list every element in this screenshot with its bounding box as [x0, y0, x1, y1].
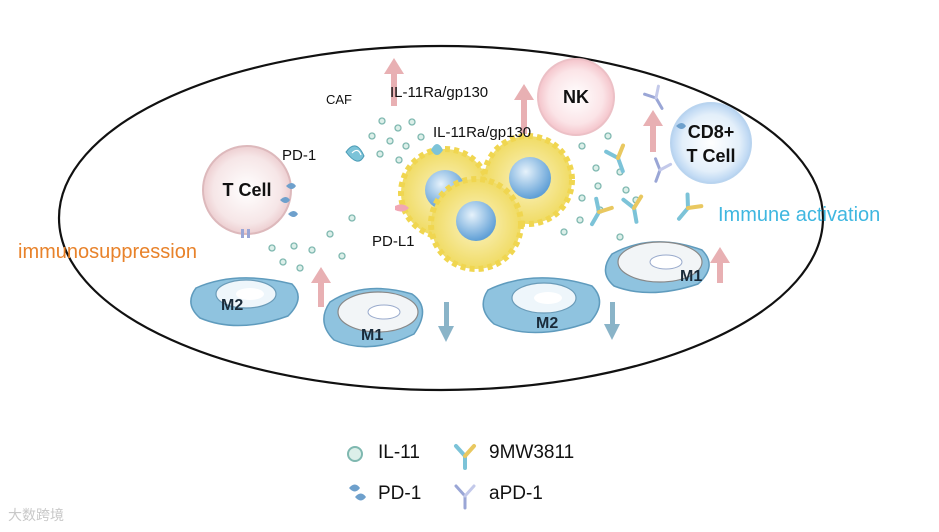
pd1-receptor-icon [349, 484, 366, 501]
pdl1-label: PD-L1 [372, 233, 415, 250]
m2-macrophage-right [482, 277, 601, 334]
il11-dots [268, 117, 640, 272]
cd8-label-line2: T Cell [686, 146, 736, 166]
pd1-label: PD-1 [282, 147, 317, 164]
m1-macrophage-right [604, 241, 710, 294]
up-arrow-icon [710, 247, 730, 283]
tumor-cell [428, 176, 524, 272]
legend-il11-label: IL-11 [378, 442, 420, 463]
apd1-antibody-icon [454, 484, 476, 510]
caf-cell-icon [345, 145, 365, 162]
legend-pd1-label: PD-1 [378, 483, 422, 504]
m1-macrophage-left [323, 287, 424, 348]
up-arrow-icon [384, 58, 404, 106]
up-arrow-icon [311, 267, 331, 307]
nk-label: NK [563, 87, 589, 107]
up-arrow-icon [643, 110, 663, 152]
pd1-receptor-icon [676, 123, 686, 129]
m1-right-label: M1 [680, 268, 703, 285]
legend-apd1-label: aPD-1 [489, 483, 543, 504]
il11-dot-icon [347, 446, 363, 462]
down-arrow-icon [438, 302, 454, 342]
m1-left-label: M1 [361, 327, 384, 344]
down-arrow-icon [604, 302, 620, 340]
cd8-t-cell [670, 102, 752, 184]
up-arrow-icon [514, 84, 534, 134]
caf-label: CAF [326, 92, 352, 107]
tumor-cell-cluster [395, 133, 575, 272]
t-cell [202, 145, 298, 238]
apd1-antibodies [643, 84, 673, 183]
legend-9mw3811-label: 9MW3811 [489, 442, 575, 463]
9mw3811-antibody-icon [454, 444, 476, 470]
m2-left-label: M2 [221, 297, 244, 314]
m2-right-label: M2 [536, 315, 559, 332]
tcell-label: T Cell [222, 180, 272, 200]
pdl1-receptor-icon [395, 204, 409, 212]
m2-macrophage-left [190, 277, 299, 327]
immune-activation-label: Immune activation [718, 204, 881, 226]
watermark: 大数跨境 [8, 507, 64, 523]
immunosuppression-label: immunosuppression [18, 241, 197, 263]
tumor-region-ellipse [57, 44, 825, 392]
il11ra-gp130-label-mid: IL-11Ra/gp130 [433, 124, 532, 141]
il11ra-gp130-label-top: IL-11Ra/gp130 [390, 84, 489, 101]
il11ra-receptor-icon [431, 144, 443, 155]
nk-cell [537, 58, 615, 136]
9mw3811-antibodies [590, 143, 704, 227]
cd8-label-line1: CD8+ [687, 122, 735, 142]
